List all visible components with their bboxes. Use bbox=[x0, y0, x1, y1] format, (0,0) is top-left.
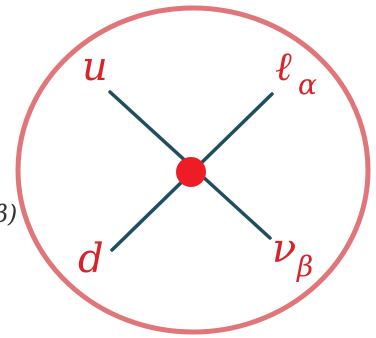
label-d: d bbox=[78, 236, 104, 282]
left-cut-text: β) bbox=[0, 200, 17, 228]
vertex-dot bbox=[176, 157, 206, 187]
label-lepton: ℓ bbox=[275, 44, 292, 90]
label-neutrino: ν bbox=[272, 226, 296, 272]
label-u: u bbox=[82, 44, 108, 90]
label-lepton-subscript: α bbox=[298, 68, 317, 101]
label-neutrino-subscript: β bbox=[296, 250, 313, 283]
